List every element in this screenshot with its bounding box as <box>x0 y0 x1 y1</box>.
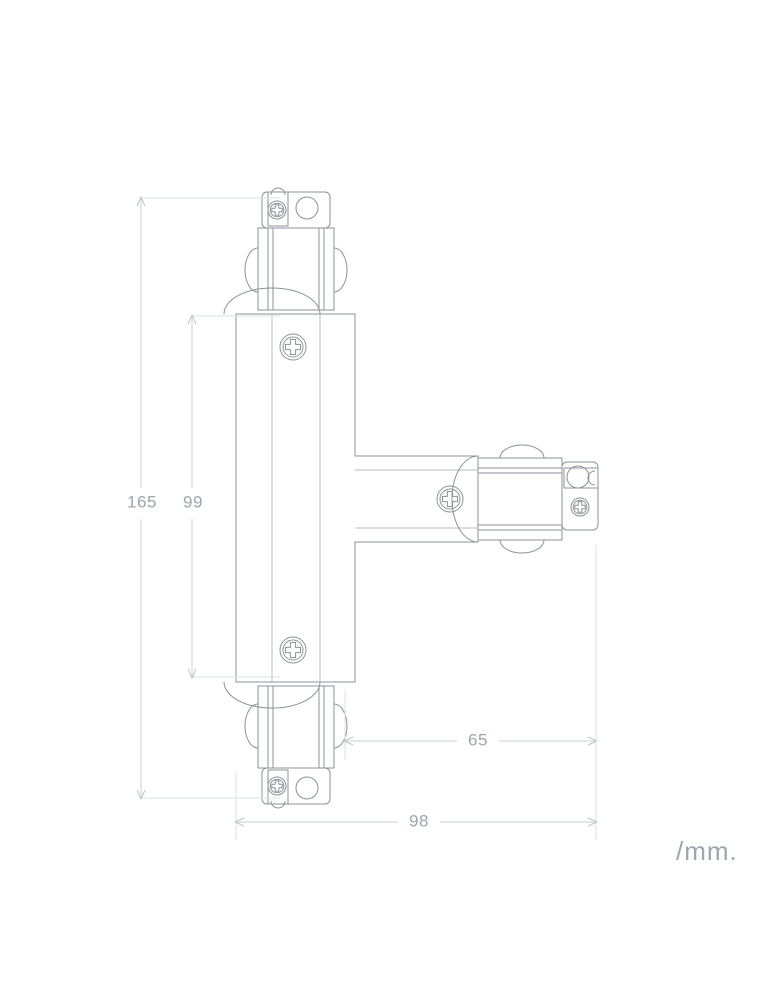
end-cap-right-arc <box>587 470 596 486</box>
dimension-label-165: 165 <box>127 492 157 511</box>
arrow-99-bottom <box>187 668 197 680</box>
body-joint-arc-bottom <box>223 681 321 709</box>
arrow-165-top <box>136 195 146 207</box>
dimension-label-99: 99 <box>183 492 203 511</box>
end-cap-bottom-hole <box>295 776 319 800</box>
arrow-165-bottom <box>136 789 146 801</box>
end-cap-bottom-arc <box>270 800 286 809</box>
bottom-track-body <box>257 685 335 769</box>
end-cap-top-hole <box>295 196 319 220</box>
dimension-label-65: 65 <box>468 730 488 749</box>
bottom-lug-right <box>333 703 348 749</box>
dimension-overall-height: 165 <box>127 195 280 801</box>
arrow-65-right <box>587 736 599 746</box>
top-lug-right <box>333 247 348 293</box>
dimension-label-98: 98 <box>409 811 429 830</box>
end-cap-right <box>561 461 599 531</box>
arrow-98-left <box>233 817 245 827</box>
right-lug-bottom <box>499 539 545 554</box>
bottom-lug-left <box>244 703 259 749</box>
bottom-track-segment <box>244 685 348 809</box>
arrow-65-left <box>342 736 354 746</box>
dimension-branch-height: 99 <box>183 313 280 680</box>
top-track-segment <box>244 187 348 311</box>
unit-label: /mm. <box>676 836 738 866</box>
body-joint-arc-right <box>451 455 479 543</box>
right-track-body <box>477 457 563 541</box>
dimension-right-arm-length: 65 <box>342 545 599 760</box>
body-joint-arc-top <box>223 287 321 315</box>
dimension-overall-width: 98 <box>233 545 599 840</box>
top-track-body <box>257 227 335 311</box>
end-cap-right-hole <box>566 465 590 489</box>
arrow-99-top <box>187 313 197 325</box>
right-track-segment <box>477 444 599 554</box>
end-cap-top-arc <box>270 187 286 196</box>
arrow-98-right <box>587 817 599 827</box>
right-lug-top <box>499 444 545 459</box>
t-connector-body <box>223 287 479 709</box>
top-lug-left <box>244 247 259 293</box>
